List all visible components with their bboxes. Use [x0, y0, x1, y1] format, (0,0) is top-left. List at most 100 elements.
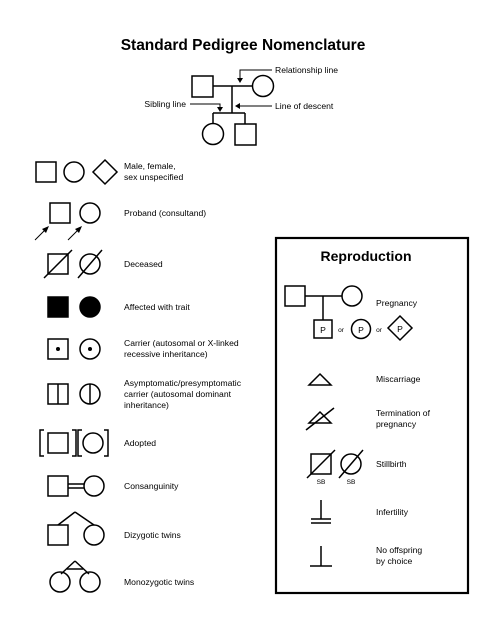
stillbirth-slash — [306, 449, 336, 479]
deceased-slash — [43, 249, 73, 279]
or-text: or — [376, 327, 383, 334]
consanguinity-square — [47, 475, 69, 497]
legend-label-carrier: Carrier (autosomal or X-linked recessive… — [124, 338, 241, 359]
carrier-dot — [56, 347, 60, 351]
consanguinity-circle — [83, 475, 105, 497]
adopted-bracket — [77, 429, 82, 457]
repro-label-pregnancy: Pregnancy — [376, 298, 418, 308]
daughter-circle — [201, 122, 225, 146]
legend-label-dizygotic: Dizygotic twins — [124, 530, 181, 540]
relationship-line-label: Relationship line — [275, 65, 338, 75]
adopted-bracket — [72, 429, 77, 457]
proband-circle — [79, 202, 101, 224]
twin-circle — [49, 571, 71, 593]
unspecified-diamond — [91, 158, 119, 186]
reproduction-border — [274, 236, 470, 595]
repro-termination: Termination of pregnancy — [305, 407, 432, 431]
legend-label-asymptomatic: Asymptomatic/presymptomatic carrier (aut… — [124, 378, 243, 410]
parent-circle — [341, 285, 363, 307]
sibling-callout — [190, 103, 221, 110]
stillbirth-slash — [338, 449, 364, 479]
sibling-line-label: Sibling line — [144, 99, 186, 109]
affected-square — [47, 296, 69, 318]
legend-row-deceased: Deceased — [43, 249, 163, 279]
pregnancy-square — [313, 319, 333, 339]
legend-label-consanguinity: Consanguinity — [124, 481, 179, 491]
stillbirth-square — [310, 453, 332, 475]
parent-square — [284, 285, 306, 307]
legend-row-sex: Male, female, sex unspecified — [35, 158, 183, 186]
mother-circle — [251, 74, 275, 98]
affected-circle — [79, 296, 101, 318]
son-square — [234, 123, 257, 146]
legend-label-sex: Male, female, sex unspecified — [124, 161, 183, 182]
pregnancy-letter: P — [358, 325, 364, 335]
legend-row-adopted: Adopted — [39, 429, 156, 457]
reproduction-panel: Reproduction P or P or P Pregnancy Misca… — [274, 236, 470, 595]
legend-label-proband: Proband (consultand) — [124, 208, 206, 218]
miscarriage-triangle — [307, 372, 333, 386]
legend-label-deceased: Deceased — [124, 259, 163, 269]
pregnancy-diamond — [386, 314, 414, 342]
adopted-bracket — [104, 429, 109, 457]
pregnancy-circle — [350, 318, 372, 340]
twin-circle — [83, 524, 105, 546]
line-of-descent-label: Line of descent — [275, 101, 334, 111]
proband-square — [49, 202, 71, 224]
repro-no-offspring: No offspring by choice — [310, 545, 425, 567]
arrowhead — [42, 226, 49, 233]
stillbirth-circle — [340, 453, 362, 475]
deceased-circle — [79, 253, 101, 275]
repro-stillbirth: SB SB Stillbirth — [306, 449, 407, 486]
repro-infertility: Infertility — [311, 500, 409, 524]
legend-row-consanguinity: Consanguinity — [47, 475, 179, 497]
termination-triangle — [307, 410, 333, 424]
chart-title: Standard Pedigree Nomenclature — [121, 37, 366, 54]
adopted-square — [47, 432, 69, 454]
legend-label-affected: Affected with trait — [124, 302, 190, 312]
relationship-callout — [239, 69, 272, 81]
pregnancy-letter: P — [397, 324, 403, 334]
reproduction-title: Reproduction — [321, 248, 412, 264]
carrier-square — [47, 338, 69, 360]
legend-row-dizygotic: Dizygotic twins — [47, 511, 181, 546]
example-pedigree: Relationship line Sibling line Line of d… — [144, 65, 338, 146]
twin-square — [47, 524, 69, 546]
legend-row-monozygotic: Monozygotic twins — [49, 560, 194, 593]
adopted-circle — [82, 432, 104, 454]
repro-label-no-offspring: No offspring by choice — [376, 545, 425, 566]
sb-tag: SB — [347, 479, 356, 486]
twin-line — [74, 511, 95, 526]
or-text: or — [338, 327, 345, 334]
arrowhead — [235, 103, 240, 109]
repro-label-miscarriage: Miscarriage — [376, 374, 421, 384]
repro-miscarriage: Miscarriage — [307, 372, 421, 386]
legend-label-adopted: Adopted — [124, 438, 156, 448]
repro-label-stillbirth: Stillbirth — [376, 459, 407, 469]
legend-row-asymptomatic: Asymptomatic/presymptomatic carrier (aut… — [47, 378, 243, 410]
termination-slash — [305, 407, 335, 431]
repro-pregnancy: P or P or P Pregnancy — [284, 285, 418, 342]
female-circle — [63, 161, 85, 183]
legend-row-affected: Affected with trait — [47, 296, 190, 318]
father-square — [191, 75, 214, 98]
arrowhead — [217, 107, 223, 112]
arrowhead — [75, 226, 82, 233]
deceased-slash — [77, 249, 103, 279]
repro-label-termination: Termination of pregnancy — [376, 408, 432, 429]
carrier-dot — [88, 347, 92, 351]
legend-row-proband: Proband (consultand) — [34, 202, 206, 241]
deceased-square — [47, 253, 69, 275]
legend-label-monozygotic: Monozygotic twins — [124, 577, 194, 587]
adopted-bracket — [39, 429, 44, 457]
legend-row-carrier: Carrier (autosomal or X-linked recessive… — [47, 338, 241, 360]
twin-line — [57, 511, 76, 526]
carrier-circle — [79, 338, 101, 360]
twin-circle — [79, 571, 101, 593]
arrowhead — [237, 78, 243, 83]
pregnancy-letter: P — [320, 325, 326, 335]
repro-label-infertility: Infertility — [376, 507, 409, 517]
sb-tag: SB — [317, 479, 326, 486]
male-square — [35, 161, 57, 183]
